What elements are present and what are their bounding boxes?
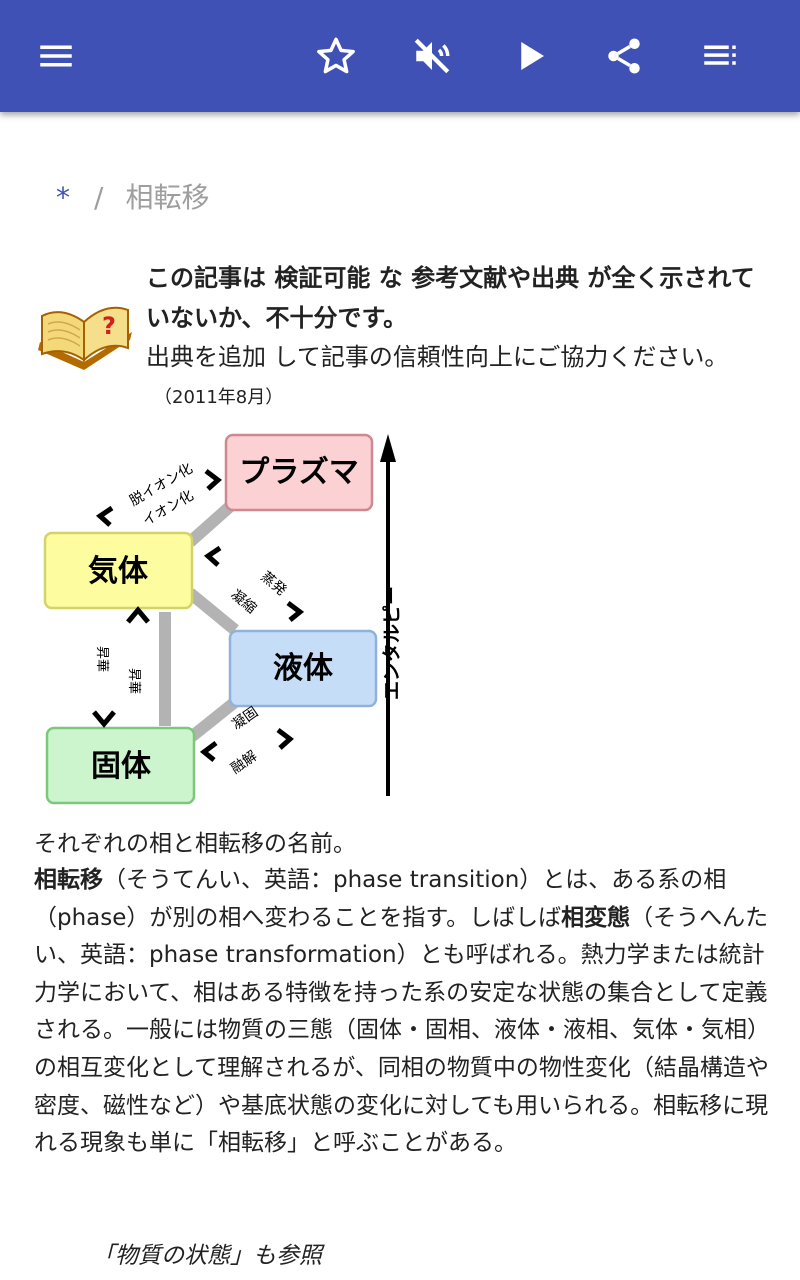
volume-off-icon[interactable]	[402, 26, 462, 86]
body-text-part1: （そうてんい、英語：phase transition）とは、ある系の相（phas…	[34, 867, 727, 931]
svg-text:?: ?	[102, 312, 116, 340]
article-body: 相転移（そうてんい、英語：phase transition）とは、ある系の相（p…	[34, 862, 770, 1163]
liquid-label: 液体	[273, 651, 334, 686]
maintenance-notice: この記事は 検証可能 な 参考文献や出典 が全く示されていないか、不十分です。 …	[146, 258, 766, 417]
phase-transition-diagram: プラズマ 気体 液体 固体 脱イオン化 イオン化 蒸発 凝縮 昇華 昇華 凝固 …	[43, 433, 403, 805]
condensation-label: 凝縮	[227, 587, 259, 617]
breadcrumb-separator: /	[94, 181, 104, 214]
enthalpy-label: エンタルピー	[381, 586, 403, 700]
figure-caption: それぞれの相と相転移の名前。	[34, 831, 356, 857]
star-icon[interactable]	[306, 26, 366, 86]
notice-normal-text: 出典を追加 して記事の信頼性向上にご協力ください。 （2011年8月）	[146, 338, 766, 417]
breadcrumb-root-link[interactable]: *	[56, 181, 70, 214]
plasma-label: プラズマ	[239, 455, 358, 490]
plasma-box	[224, 433, 374, 512]
notice-cite-request[interactable]: 出典を追加 して記事の信頼性向上にご協力ください。	[146, 343, 729, 371]
term-phase-transition: 相転移	[34, 867, 103, 893]
enthalpy-arrowhead	[380, 434, 396, 462]
melting-label: 融解	[228, 748, 260, 777]
sublimation-label-2: 昇華	[126, 668, 141, 694]
liquid-box	[228, 629, 378, 708]
app-toolbar	[0, 0, 800, 112]
evaporation-label: 蒸発	[257, 569, 289, 599]
solid-label: 固体	[91, 749, 152, 784]
sublimation-label-1: 昇華	[94, 646, 109, 672]
transition-arrowheads	[92, 469, 305, 762]
gas-label: 気体	[88, 554, 149, 589]
menu-icon[interactable]	[26, 26, 86, 86]
breadcrumb: * / 相転移	[56, 176, 209, 216]
term-phase-transformation: 相変態	[561, 904, 631, 931]
gas-box	[43, 531, 194, 610]
breadcrumb-current: 相転移	[125, 181, 210, 214]
book-question-icon: ?	[38, 306, 132, 370]
play-icon[interactable]	[500, 26, 560, 86]
playlist-icon[interactable]	[690, 26, 750, 86]
body-text-part2: （そうへんたい、英語：phase transformation）とも呼ばれる。熱…	[34, 904, 770, 1157]
share-icon[interactable]	[594, 26, 654, 86]
solid-box	[45, 726, 196, 805]
see-also-note[interactable]: 「物質の状態」も参照	[92, 1243, 322, 1269]
notice-date: （2011年8月）	[154, 387, 284, 408]
notice-bold-text: この記事は 検証可能 な 参考文献や出典 が全く示されていないか、不十分です。	[146, 264, 755, 332]
